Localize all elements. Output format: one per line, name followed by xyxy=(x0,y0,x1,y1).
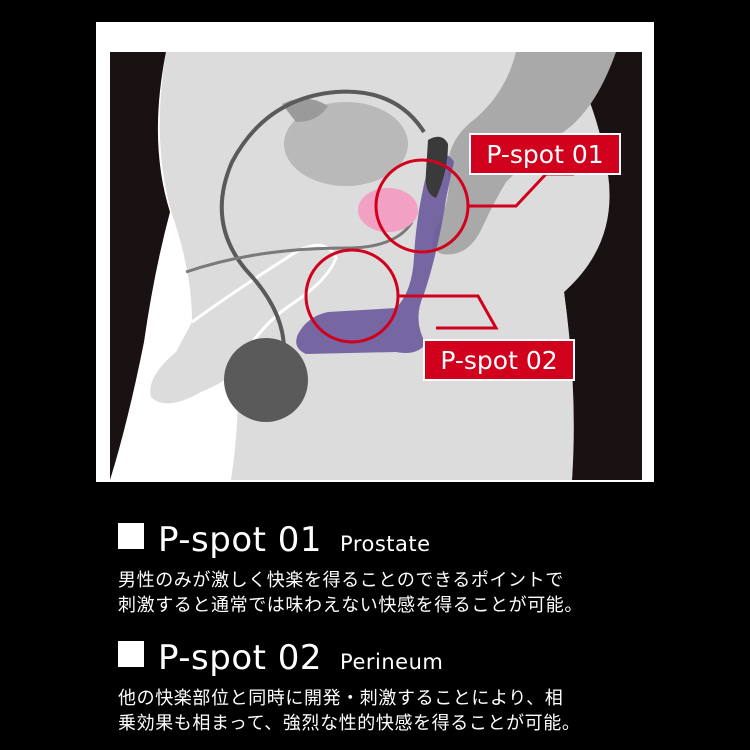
section-subtitle: Perineum xyxy=(340,650,444,674)
p-spot-02-label-box xyxy=(423,339,575,381)
section-subtitle: Prostate xyxy=(340,532,431,556)
section-prostate: P-spot 01 Prostate 男性のみが激しく快楽を得ることのできるポイ… xyxy=(118,520,678,618)
description-line: 男性のみが激しく快楽を得ることのできるポイントで xyxy=(118,570,564,591)
prostate-highlight xyxy=(358,188,418,232)
bullet-square-icon xyxy=(118,523,144,549)
section-title: P-spot 02 xyxy=(158,638,323,678)
device-shape xyxy=(296,154,454,354)
device-tip xyxy=(425,136,448,198)
p-spot-02-label: P-spot 02 xyxy=(440,346,557,375)
bladder-shape xyxy=(284,102,408,186)
bullet-square-icon xyxy=(118,641,144,667)
description-line: 他の快楽部位と同時に開発・刺激することにより、相 xyxy=(118,688,564,709)
section-title: P-spot 01 xyxy=(158,520,323,560)
penis-shape xyxy=(191,243,338,371)
urethra-line-2 xyxy=(185,221,414,274)
section-heading: P-spot 01 Prostate xyxy=(118,520,678,562)
anatomy-illustration: P-spot 01 P-spot 02 xyxy=(96,22,654,482)
anatomy-diagram: P-spot 01 P-spot 02 xyxy=(96,22,654,482)
left-shadow xyxy=(110,52,170,480)
p-spot-02-leader xyxy=(398,294,499,330)
p-spot-01-label: P-spot 01 xyxy=(486,140,603,169)
section-description: 男性のみが激しく快楽を得ることのできるポイントで 刺激すると通常では味わえない快… xyxy=(118,568,678,618)
testis-shape xyxy=(224,338,308,422)
right-shadow xyxy=(564,52,642,480)
section-description: 他の快楽部位と同時に開発・刺激することにより、相 乗効果も相まって、強烈な性的快… xyxy=(118,686,678,736)
description-line: 乗効果も相まって、強烈な性的快感を得ることが可能。 xyxy=(118,713,581,734)
description-line: 刺激すると通常では味わえない快感を得ることが可能。 xyxy=(118,595,583,616)
p-spot-01-label-box xyxy=(469,133,621,175)
section-heading: P-spot 02 Perineum xyxy=(118,638,678,680)
section-perineum: P-spot 02 Perineum 他の快楽部位と同時に開発・刺激することによ… xyxy=(118,638,678,736)
urethra-line xyxy=(219,89,426,351)
